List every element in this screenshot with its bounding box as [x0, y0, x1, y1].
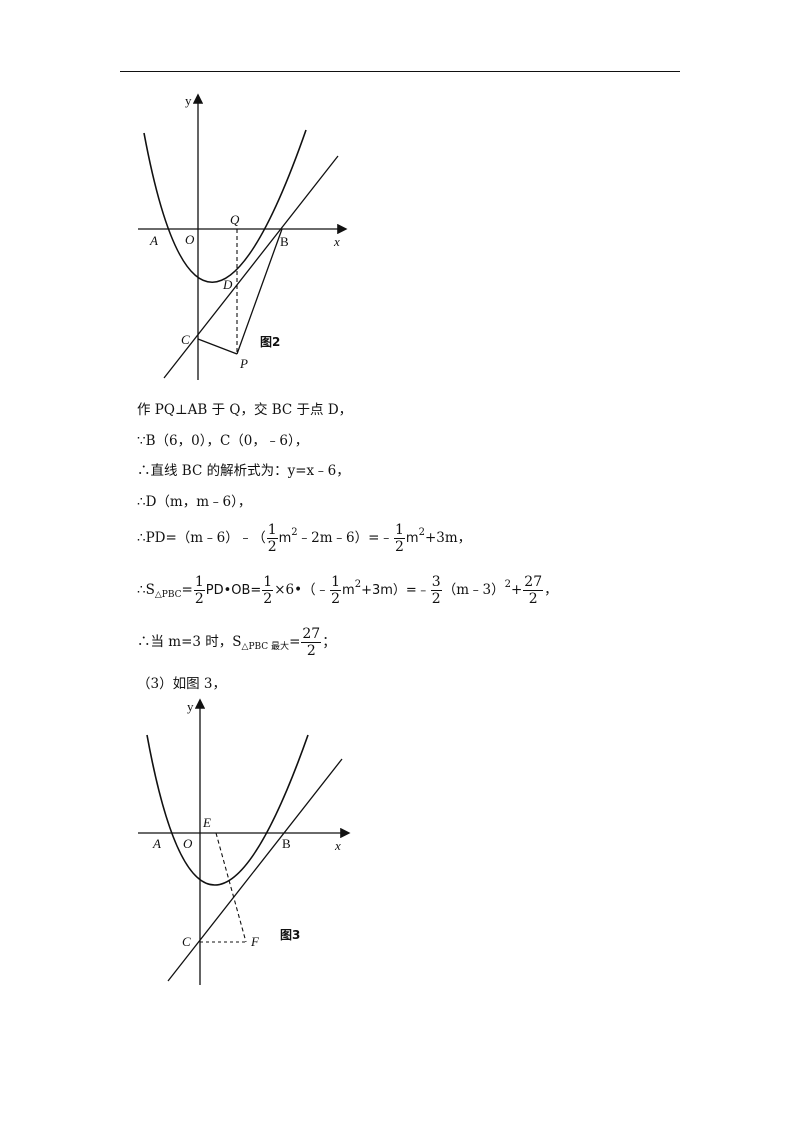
figure-2: y x A O Q B D C P 图2 [130, 88, 360, 388]
segment-pb [236, 228, 283, 355]
solution-line-1: 作 PQ⊥AB 于 Q，交 BC 于点 D， [137, 402, 353, 418]
label-o: O [185, 232, 195, 247]
caption-figure-3: 图3 [280, 928, 300, 942]
label-q: Q [230, 212, 240, 227]
label-f: F [250, 934, 260, 949]
label-p: P [239, 356, 248, 371]
label-y: y [185, 93, 192, 108]
label-c: C [181, 332, 190, 347]
label-x: x [333, 234, 340, 249]
label-c: C [182, 934, 191, 949]
caption-figure-2: 图2 [260, 335, 280, 349]
label-d: D [222, 277, 233, 292]
line-bc [163, 155, 339, 379]
parabola [146, 734, 309, 886]
label-o: O [183, 836, 193, 851]
figure-2-graph: y x A O Q B D C P 图2 [138, 93, 348, 380]
segment-cp [197, 338, 238, 355]
figure-3-graph: y x A O E B C F 图3 [138, 698, 351, 985]
label-a: A [152, 836, 161, 851]
label-e: E [202, 815, 211, 830]
solution-line-4: ∴D（m，m﹣6）， [137, 494, 252, 510]
figure-3: y x A O E B C F 图3 [130, 695, 360, 990]
label-b: B [280, 234, 289, 249]
parabola [143, 129, 307, 284]
label-b: B [282, 836, 291, 851]
solution-line-3: ∴直线 BC 的解析式为：y=x﹣6， [137, 463, 350, 479]
segment-ef [215, 832, 247, 943]
solution-line-2: ∵B（6，0），C（0，﹣6）， [137, 433, 309, 449]
header-rule [120, 71, 680, 72]
label-a: A [149, 233, 158, 248]
label-x: x [334, 838, 341, 853]
solution-line-8: （3）如图 3， [137, 676, 226, 692]
line-bc [167, 758, 343, 982]
label-y: y [187, 699, 194, 714]
